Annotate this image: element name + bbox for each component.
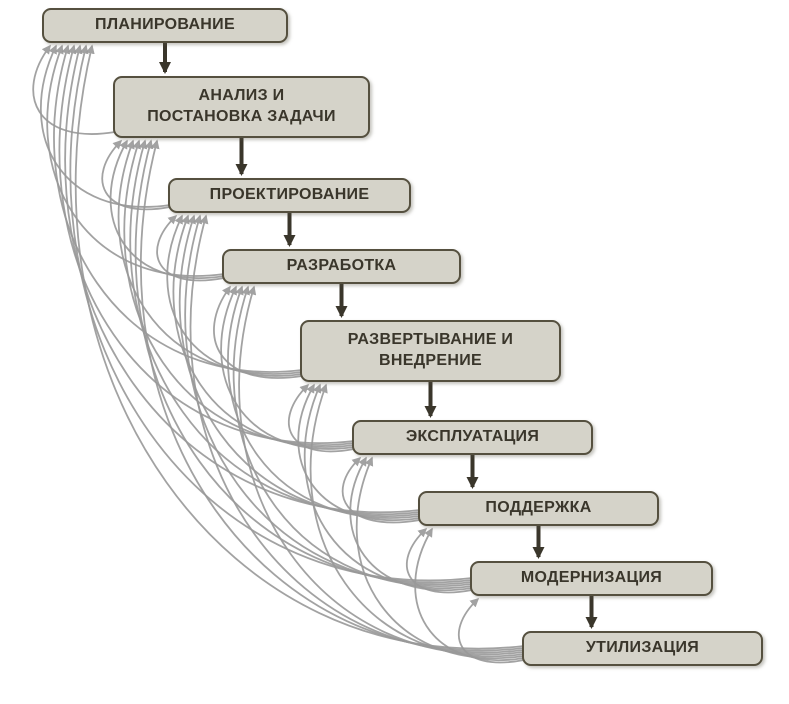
feedback-arrow-6-to-4 bbox=[297, 383, 421, 521]
node-modernization: МОДЕРНИЗАЦИЯ bbox=[470, 561, 713, 596]
feedback-arrow-6-to-5 bbox=[341, 456, 421, 524]
feedback-arrow-1-to-0 bbox=[32, 44, 116, 135]
feedback-arrow-3-to-2 bbox=[156, 214, 225, 282]
node-deployment: РАЗВЕРТЫВАНИЕ И ВНЕДРЕНИЕ bbox=[300, 320, 561, 382]
node-development: РАЗРАБОТКА bbox=[222, 249, 461, 284]
feedback-arrow-2-to-1 bbox=[101, 139, 171, 211]
node-operation: ЭКСПЛУАТАЦИЯ bbox=[352, 420, 593, 455]
feedback-arrow-7-to-5 bbox=[349, 456, 473, 591]
feedback-arrow-6-to-3 bbox=[227, 285, 421, 519]
feedback-arrow-2-to-0 bbox=[40, 44, 171, 208]
feedback-arrow-5-to-3 bbox=[220, 285, 355, 450]
node-analysis: АНАЛИЗ И ПОСТАНОВКА ЗАДАЧИ bbox=[113, 76, 370, 138]
node-design-label: ПРОЕКТИРОВАНИЕ bbox=[209, 186, 370, 204]
feedback-arrow-3-to-1 bbox=[109, 139, 225, 279]
node-design: ПРОЕКТИРОВАНИЕ bbox=[168, 178, 411, 213]
node-planning-label: ПЛАНИРОВАНИЕ bbox=[95, 16, 235, 34]
feedback-arrow-4-to-1 bbox=[117, 139, 303, 375]
feedback-arrow-4-to-2 bbox=[166, 214, 303, 377]
node-deployment-label: РАЗВЕРТЫВАНИЕ И ВНЕДРЕНИЕ bbox=[347, 331, 514, 369]
feedback-arrow-8-to-6 bbox=[414, 527, 525, 661]
node-disposal-label: УТИЛИЗАЦИЯ bbox=[585, 639, 700, 657]
node-support: ПОДДЕРЖКА bbox=[418, 491, 659, 526]
node-operation-label: ЭКСПЛУАТАЦИЯ bbox=[405, 428, 540, 446]
feedback-arrow-7-to-4 bbox=[303, 383, 473, 589]
node-support-label: ПОДДЕРЖКА bbox=[485, 499, 592, 517]
node-analysis-label: АНАЛИЗ И ПОСТАНОВКА ЗАДАЧИ bbox=[147, 87, 336, 125]
feedback-arrow-8-to-5 bbox=[355, 456, 525, 659]
node-planning: ПЛАНИРОВАНИЕ bbox=[42, 8, 288, 43]
feedback-arrow-8-to-7 bbox=[458, 597, 525, 664]
node-development-label: РАЗРАБОТКА bbox=[286, 257, 397, 275]
node-disposal: УТИЛИЗАЦИЯ bbox=[522, 631, 763, 666]
feedback-arrow-7-to-6 bbox=[406, 527, 473, 594]
feedback-arrow-5-to-4 bbox=[288, 383, 355, 453]
node-modernization-label: МОДЕРНИЗАЦИЯ bbox=[520, 569, 663, 587]
